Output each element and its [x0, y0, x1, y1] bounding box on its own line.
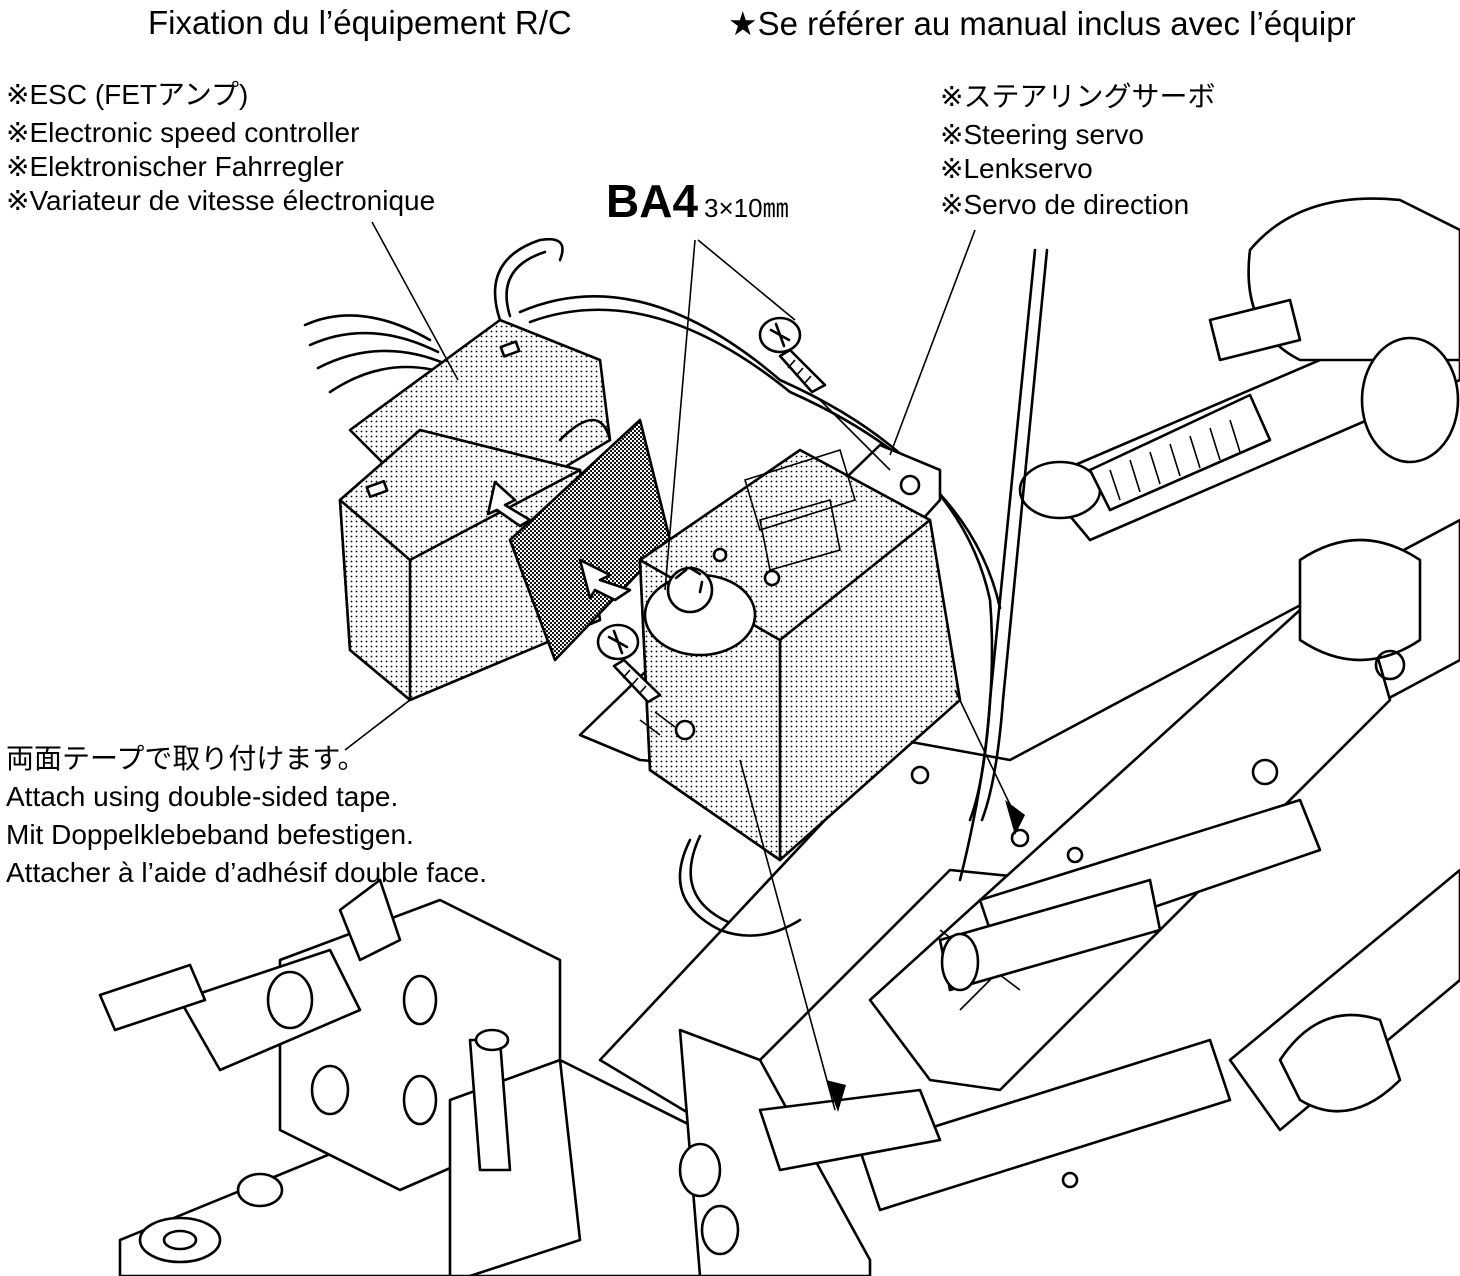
leader-lines [344, 221, 976, 751]
servo-label-en: ※Steering servo [940, 119, 1144, 150]
servo-label-jp: ※ステアリングサーボ [940, 81, 1216, 112]
esc-label-jp: ※ESC (FETアンプ) [6, 79, 249, 110]
steering-servo [578, 443, 962, 862]
install-arrows [739, 399, 1025, 1112]
header-title: Fixation du l’équipement R/C [148, 4, 572, 41]
screw-upper [758, 316, 827, 394]
esc-label-en: ※Electronic speed controller [6, 117, 360, 148]
esc-label-fr: ※Variateur de vitesse électronique [6, 185, 436, 216]
header-note: ★Se référer au manual inclus avec l’équi… [728, 5, 1356, 42]
esc-unit [338, 318, 612, 702]
tape-label-fr: Attacher à l’aide d’adhésif double face. [6, 857, 487, 888]
front-steering-assembly [98, 878, 942, 1276]
tape-label-de: Mit Doppelklebeband befestigen. [6, 819, 414, 850]
tape-label-jp: 両面テープで取り付けます。 [6, 743, 366, 774]
servo-label-fr: ※Servo de direction [940, 189, 1190, 220]
screw-size: 3×10㎜ [704, 193, 789, 223]
chassis-frame [598, 197, 1460, 1212]
servo-label-de: ※Lenkservo [940, 153, 1093, 184]
tape-label-en: Attach using double-sided tape. [6, 781, 399, 812]
screw-code: BA4 [606, 175, 699, 227]
screw-lower [596, 623, 662, 704]
esc-label-de: ※Elektronischer Fahrregler [6, 151, 344, 182]
